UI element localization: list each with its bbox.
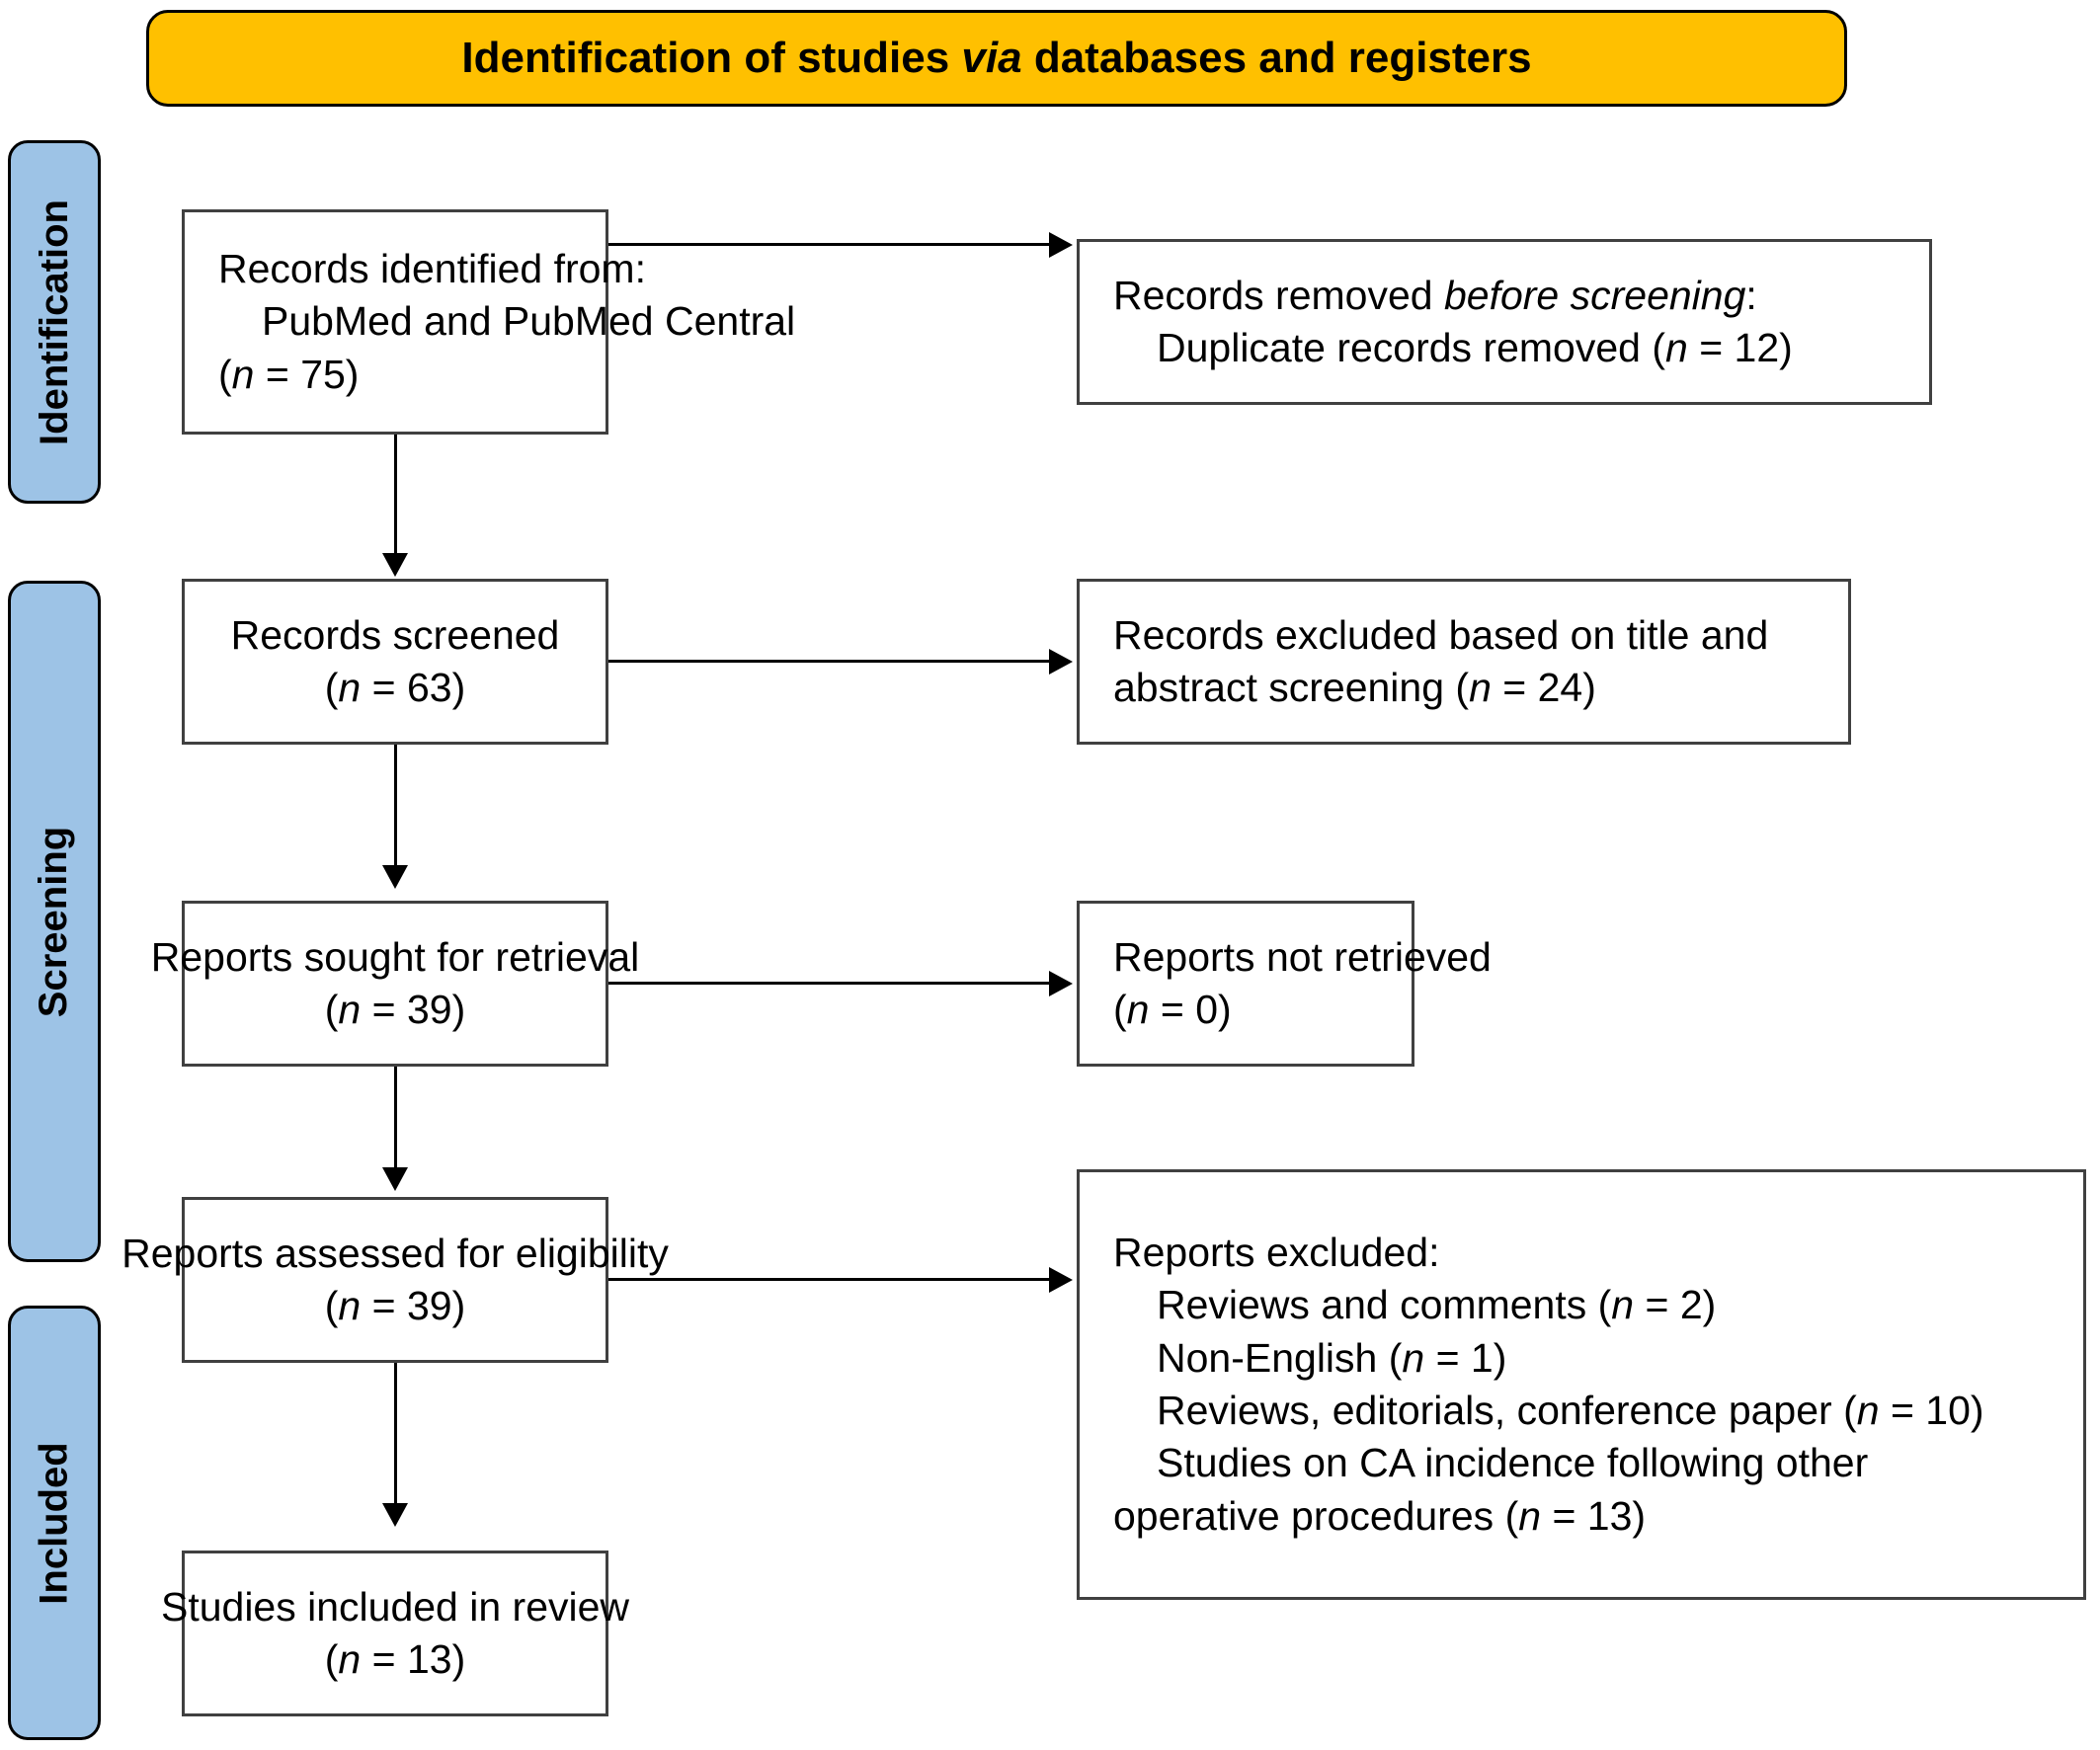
- node-reports-excluded: Reports excluded: Reviews and comments (…: [1077, 1169, 2086, 1600]
- records-identified-count: (n = 75): [218, 349, 359, 401]
- records-identified-line2: PubMed and PubMed Central: [262, 298, 796, 345]
- diagram-title-via: via: [961, 34, 1022, 82]
- studies-included-label: Studies included in review: [160, 1583, 630, 1630]
- excluded-ta-line2: abstract screening (n = 24): [1113, 662, 1596, 714]
- reports-sought-label: Reports sought for retrieval: [150, 933, 640, 980]
- connector-sought-to-not-retrieved: [608, 982, 1051, 985]
- n-symbol: n: [1664, 325, 1688, 370]
- connector-assessed-to-reports-excluded: [608, 1278, 1051, 1281]
- stage-identification-text: Identification: [32, 199, 76, 445]
- arrowhead-right-not-retrieved: [1049, 971, 1073, 996]
- arrowhead-right-removed: [1049, 232, 1073, 258]
- node-reports-not-retrieved: Reports not retrieved (n = 0): [1077, 901, 1492, 1067]
- node-reports-sought: Reports sought for retrieval (n = 39): [151, 901, 639, 1067]
- n-symbol: n: [338, 1636, 362, 1682]
- arrowhead-down-included: [382, 1503, 408, 1527]
- reason-text: Reviews, editorials, conference paper (: [1157, 1388, 1857, 1433]
- duplicate-pre: Duplicate records removed (: [1157, 325, 1665, 370]
- n-value: = 12): [1687, 325, 1793, 370]
- studies-included-count: (n = 13): [325, 1633, 465, 1686]
- paren-open: (: [324, 987, 339, 1032]
- n-value: = 39): [361, 987, 466, 1032]
- arrowhead-down-screened: [382, 553, 408, 577]
- reports-excluded-reason-ca-incidence-line1: Studies on CA incidence following other: [1157, 1440, 1869, 1486]
- n-symbol: n: [338, 987, 362, 1032]
- n-value: = 75): [254, 351, 360, 397]
- stage-screening-text: Screening: [32, 826, 76, 1017]
- excluded-ta-line1: Records excluded based on title and: [1113, 611, 1769, 658]
- records-removed-post: :: [1745, 272, 1757, 318]
- records-removed-pre: Records removed: [1113, 272, 1444, 318]
- connector-sought-to-assessed: [394, 1067, 397, 1169]
- n-value: = 10): [1879, 1388, 1984, 1433]
- n-symbol: n: [1469, 665, 1492, 710]
- n-value: = 13): [361, 1636, 466, 1682]
- connector-identified-to-removed: [608, 243, 1051, 246]
- arrowhead-right-excluded-ta: [1049, 649, 1073, 675]
- paren-open: (: [324, 1283, 339, 1328]
- n-symbol: n: [338, 665, 362, 710]
- stage-label-included: Included: [8, 1306, 101, 1740]
- connector-identified-to-screened: [394, 435, 397, 555]
- node-records-excluded-title-abstract: Records excluded based on title and abst…: [1077, 579, 1851, 745]
- stage-label-screening: Screening: [8, 581, 101, 1262]
- paren-open: (: [324, 665, 339, 710]
- n-symbol: n: [1518, 1492, 1542, 1539]
- diagram-title: Identification of studies via databases …: [461, 34, 1531, 83]
- reports-excluded-reason-non-english: Non-English (n = 1): [1113, 1332, 1506, 1385]
- reports-excluded-reason-reviews-comments: Reviews and comments (n = 2): [1113, 1279, 1716, 1331]
- n-value: = 1): [1424, 1334, 1507, 1381]
- reports-excluded-reason-ca-incidence-line2: operative procedures (n = 13): [1113, 1490, 1646, 1543]
- arrowhead-down-sought: [382, 865, 408, 889]
- n-value: = 24): [1491, 665, 1596, 710]
- diagram-title-pre: Identification of studies: [461, 34, 962, 82]
- node-reports-assessed: Reports assessed for eligibility (n = 39…: [121, 1197, 669, 1363]
- stage-included-text: Included: [32, 1441, 76, 1605]
- n-symbol: n: [1126, 987, 1150, 1032]
- n-value: = 39): [361, 1283, 466, 1328]
- reports-assessed-count: (n = 39): [325, 1280, 465, 1332]
- node-records-identified: Records identified from: PubMed and PubM…: [182, 209, 795, 435]
- connector-screened-to-excluded-ta: [608, 660, 1051, 663]
- paren-open: (: [1113, 987, 1127, 1032]
- reason-text: Non-English (: [1157, 1334, 1403, 1381]
- n-value: = 63): [361, 665, 466, 710]
- arrowhead-down-assessed: [382, 1167, 408, 1191]
- reports-assessed-label: Reports assessed for eligibility: [121, 1230, 669, 1276]
- n-symbol: n: [1856, 1388, 1880, 1433]
- n-symbol: n: [1402, 1334, 1425, 1381]
- reason-text: operative procedures (: [1113, 1492, 1519, 1539]
- diagram-title-post: databases and registers: [1021, 34, 1532, 82]
- duplicate-records-removed: Duplicate records removed (n = 12): [1113, 322, 1793, 374]
- reports-sought-count: (n = 39): [325, 984, 465, 1036]
- n-value: = 0): [1149, 987, 1232, 1032]
- reason-text: Reviews and comments (: [1157, 1282, 1612, 1328]
- reports-excluded-reason-reviews-editorials: Reviews, editorials, conference paper (n…: [1113, 1385, 1984, 1437]
- records-identified-line1: Records identified from:: [218, 246, 646, 292]
- stage-label-identification: Identification: [8, 140, 101, 504]
- reports-not-retrieved-label: Reports not retrieved: [1113, 933, 1492, 980]
- node-records-screened: Records screened (n = 63): [182, 579, 608, 745]
- n-value: = 13): [1541, 1492, 1647, 1539]
- n-symbol: n: [1611, 1282, 1635, 1328]
- records-screened-label: Records screened: [230, 611, 560, 658]
- paren-open: (: [324, 1636, 339, 1682]
- connector-screened-to-sought: [394, 745, 397, 867]
- arrowhead-right-reports-excluded: [1049, 1267, 1073, 1293]
- n-symbol: n: [338, 1283, 362, 1328]
- diagram-header-banner: Identification of studies via databases …: [146, 10, 1847, 107]
- before-screening-italic: before screening: [1443, 272, 1746, 318]
- records-removed-line1: Records removed before screening:: [1113, 270, 1757, 322]
- paren-open: (: [218, 351, 232, 397]
- node-records-removed: Records removed before screening: Duplic…: [1077, 239, 1932, 405]
- reports-not-retrieved-count: (n = 0): [1113, 984, 1232, 1036]
- excluded-ta-pre: abstract screening (: [1113, 665, 1470, 710]
- connector-assessed-to-included: [394, 1363, 397, 1505]
- reports-excluded-heading: Reports excluded:: [1113, 1230, 1440, 1276]
- records-screened-count: (n = 63): [325, 662, 465, 714]
- node-studies-included: Studies included in review (n = 13): [161, 1551, 629, 1716]
- n-value: = 2): [1634, 1282, 1717, 1328]
- n-symbol: n: [231, 351, 255, 397]
